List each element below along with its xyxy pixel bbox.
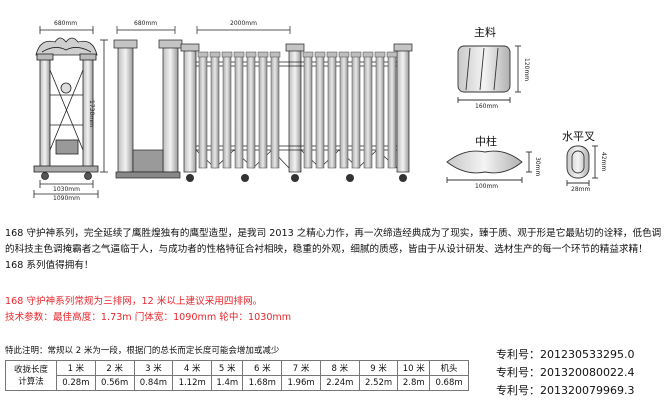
- main-profile-drawing: [457, 45, 521, 103]
- dim-side-bottom1: 1030mm: [53, 186, 80, 193]
- front-view-bars: [197, 51, 398, 169]
- table-row-label: 收拢长度 计算法: [5, 360, 57, 391]
- gate-bar: [246, 55, 256, 169]
- table-header-cell: 9 米: [358, 360, 399, 376]
- gate-bar: [315, 55, 325, 169]
- cross-bar-drawing: [566, 145, 598, 186]
- table-header-cell: 5 米: [211, 360, 244, 376]
- table-header-cell: 6 米: [242, 360, 283, 376]
- table-value-cell: 0.56m: [94, 375, 135, 391]
- gate-drawing-svg: [33, 26, 598, 198]
- table-value-cell: 2.8m: [397, 375, 431, 391]
- table-value-cell: 2.24m: [319, 375, 360, 391]
- product-description: 168 守护神系列，完全延续了鹰胜煌独有的鹰型造型，是我司 2013 之精心力作…: [5, 228, 662, 271]
- dim-side-bottom2: 1090mm: [53, 195, 80, 202]
- dim-front-span: 2000mm: [230, 20, 257, 27]
- gate-bar-cap: [386, 51, 398, 58]
- table-value-cell: 1.4m: [211, 375, 244, 391]
- gate-bar: [198, 55, 208, 169]
- patent-number-1: 专利号：201230533295.0: [496, 348, 635, 361]
- main-profile-title: 主料: [474, 26, 496, 39]
- gate-bar-cap: [362, 51, 374, 58]
- technical-drawing: 680mm 1730mm 1030mm 1090mm 680mm 2000mm …: [0, 0, 671, 202]
- middle-post-drawing: [446, 150, 532, 183]
- gate-bar: [339, 55, 349, 169]
- gate-bar-cap: [314, 51, 326, 58]
- gate-bar: [375, 55, 385, 169]
- main-profile-height: 120mm: [523, 58, 530, 82]
- table-label-bottom: 计算法: [18, 376, 44, 387]
- gate-bar-cap: [209, 51, 221, 58]
- gate-bar: [234, 55, 244, 169]
- gate-bar: [363, 55, 373, 169]
- cross-bar-width: 28mm: [571, 186, 591, 193]
- gate-bar-cap: [245, 51, 257, 58]
- technical-parameters: 技术参数：最佳高度：1.73m 门体宽：1090mm 轮中：1030mm: [5, 312, 292, 323]
- gate-bar-cap: [338, 51, 350, 58]
- table-header-cell: 10 米: [397, 360, 431, 376]
- cross-bar-title: 水平叉: [562, 130, 595, 143]
- gate-bar-cap: [257, 51, 269, 58]
- patent-number-3: 专利号：201320079969.3: [496, 384, 635, 397]
- gate-bar-cap: [269, 51, 281, 58]
- gate-bar: [258, 55, 268, 169]
- gate-bar: [303, 55, 313, 169]
- gate-bar: [327, 55, 337, 169]
- gate-bar-cap: [197, 51, 209, 58]
- front-view: [113, 26, 413, 179]
- table-header-cell: 4 米: [172, 360, 213, 376]
- table-row-header: 收拢长度 计算法 1 米 2 米 3 米 4 米 5 米 6 米 7 米 8 米…: [5, 360, 469, 391]
- net-rows-note: 168 守护神系列常规为三排网，12 米以上建议采用四排网。: [5, 296, 263, 307]
- side-view: [33, 26, 108, 198]
- main-profile-width: 160mm: [475, 103, 499, 110]
- retracted-length-table: 收拢长度 计算法 1 米 2 米 3 米 4 米 5 米 6 米 7 米 8 米…: [5, 360, 469, 391]
- gate-bar: [387, 55, 397, 169]
- gate-bar-cap: [374, 51, 386, 58]
- gate-bar: [222, 55, 232, 169]
- table-value-cell: 0.28m: [56, 375, 96, 391]
- dim-front-head: 680mm: [134, 20, 158, 27]
- gate-bar-cap: [233, 51, 245, 58]
- gate-bar: [351, 55, 361, 169]
- dim-side-top: 680mm: [54, 20, 78, 27]
- table-header-cell: 8 米: [319, 360, 360, 376]
- dim-side-height: 1730mm: [88, 100, 95, 127]
- gate-bar: [210, 55, 220, 169]
- table-value-cell: 2.52m: [358, 375, 399, 391]
- table-header-cell: 2 米: [94, 360, 135, 376]
- table-row-values: 0.28m 0.56m 0.84m 1.12m 1.4m 1.68m 1.96m…: [6, 375, 469, 391]
- segment-note: 特此注明：常规以 2 米为一段，根据门的总长而定长度可能会增加或减少: [5, 346, 280, 356]
- table-header-cell: 机头: [429, 360, 469, 376]
- table-label-top: 收拢长度: [13, 364, 48, 375]
- gate-bar-cap: [350, 51, 362, 58]
- table-header-cell: 7 米: [281, 360, 321, 376]
- table-value-cell: 1.96m: [281, 375, 321, 391]
- table-value-cell: 1.68m: [242, 375, 283, 391]
- cross-bar-height: 42mm: [600, 152, 607, 172]
- patent-number-2: 专利号：201320080022.4: [496, 366, 635, 379]
- gate-bar-cap: [326, 51, 338, 58]
- front-view-wheels: [186, 174, 407, 182]
- middle-post-height: 30mm: [534, 157, 541, 177]
- table-value-cell: 0.84m: [133, 375, 174, 391]
- middle-post-width: 100mm: [475, 183, 499, 190]
- table-value-cell: 1.12m: [172, 375, 213, 391]
- middle-post-title: 中柱: [475, 135, 497, 148]
- gate-bar-cap: [221, 51, 233, 58]
- gate-bar: [270, 55, 280, 169]
- gate-bar-cap: [302, 51, 314, 58]
- table-header-cell: 3 米: [133, 360, 174, 376]
- table-value-cell: 0.68m: [429, 375, 469, 391]
- table-header-cell: 1 米: [56, 360, 96, 376]
